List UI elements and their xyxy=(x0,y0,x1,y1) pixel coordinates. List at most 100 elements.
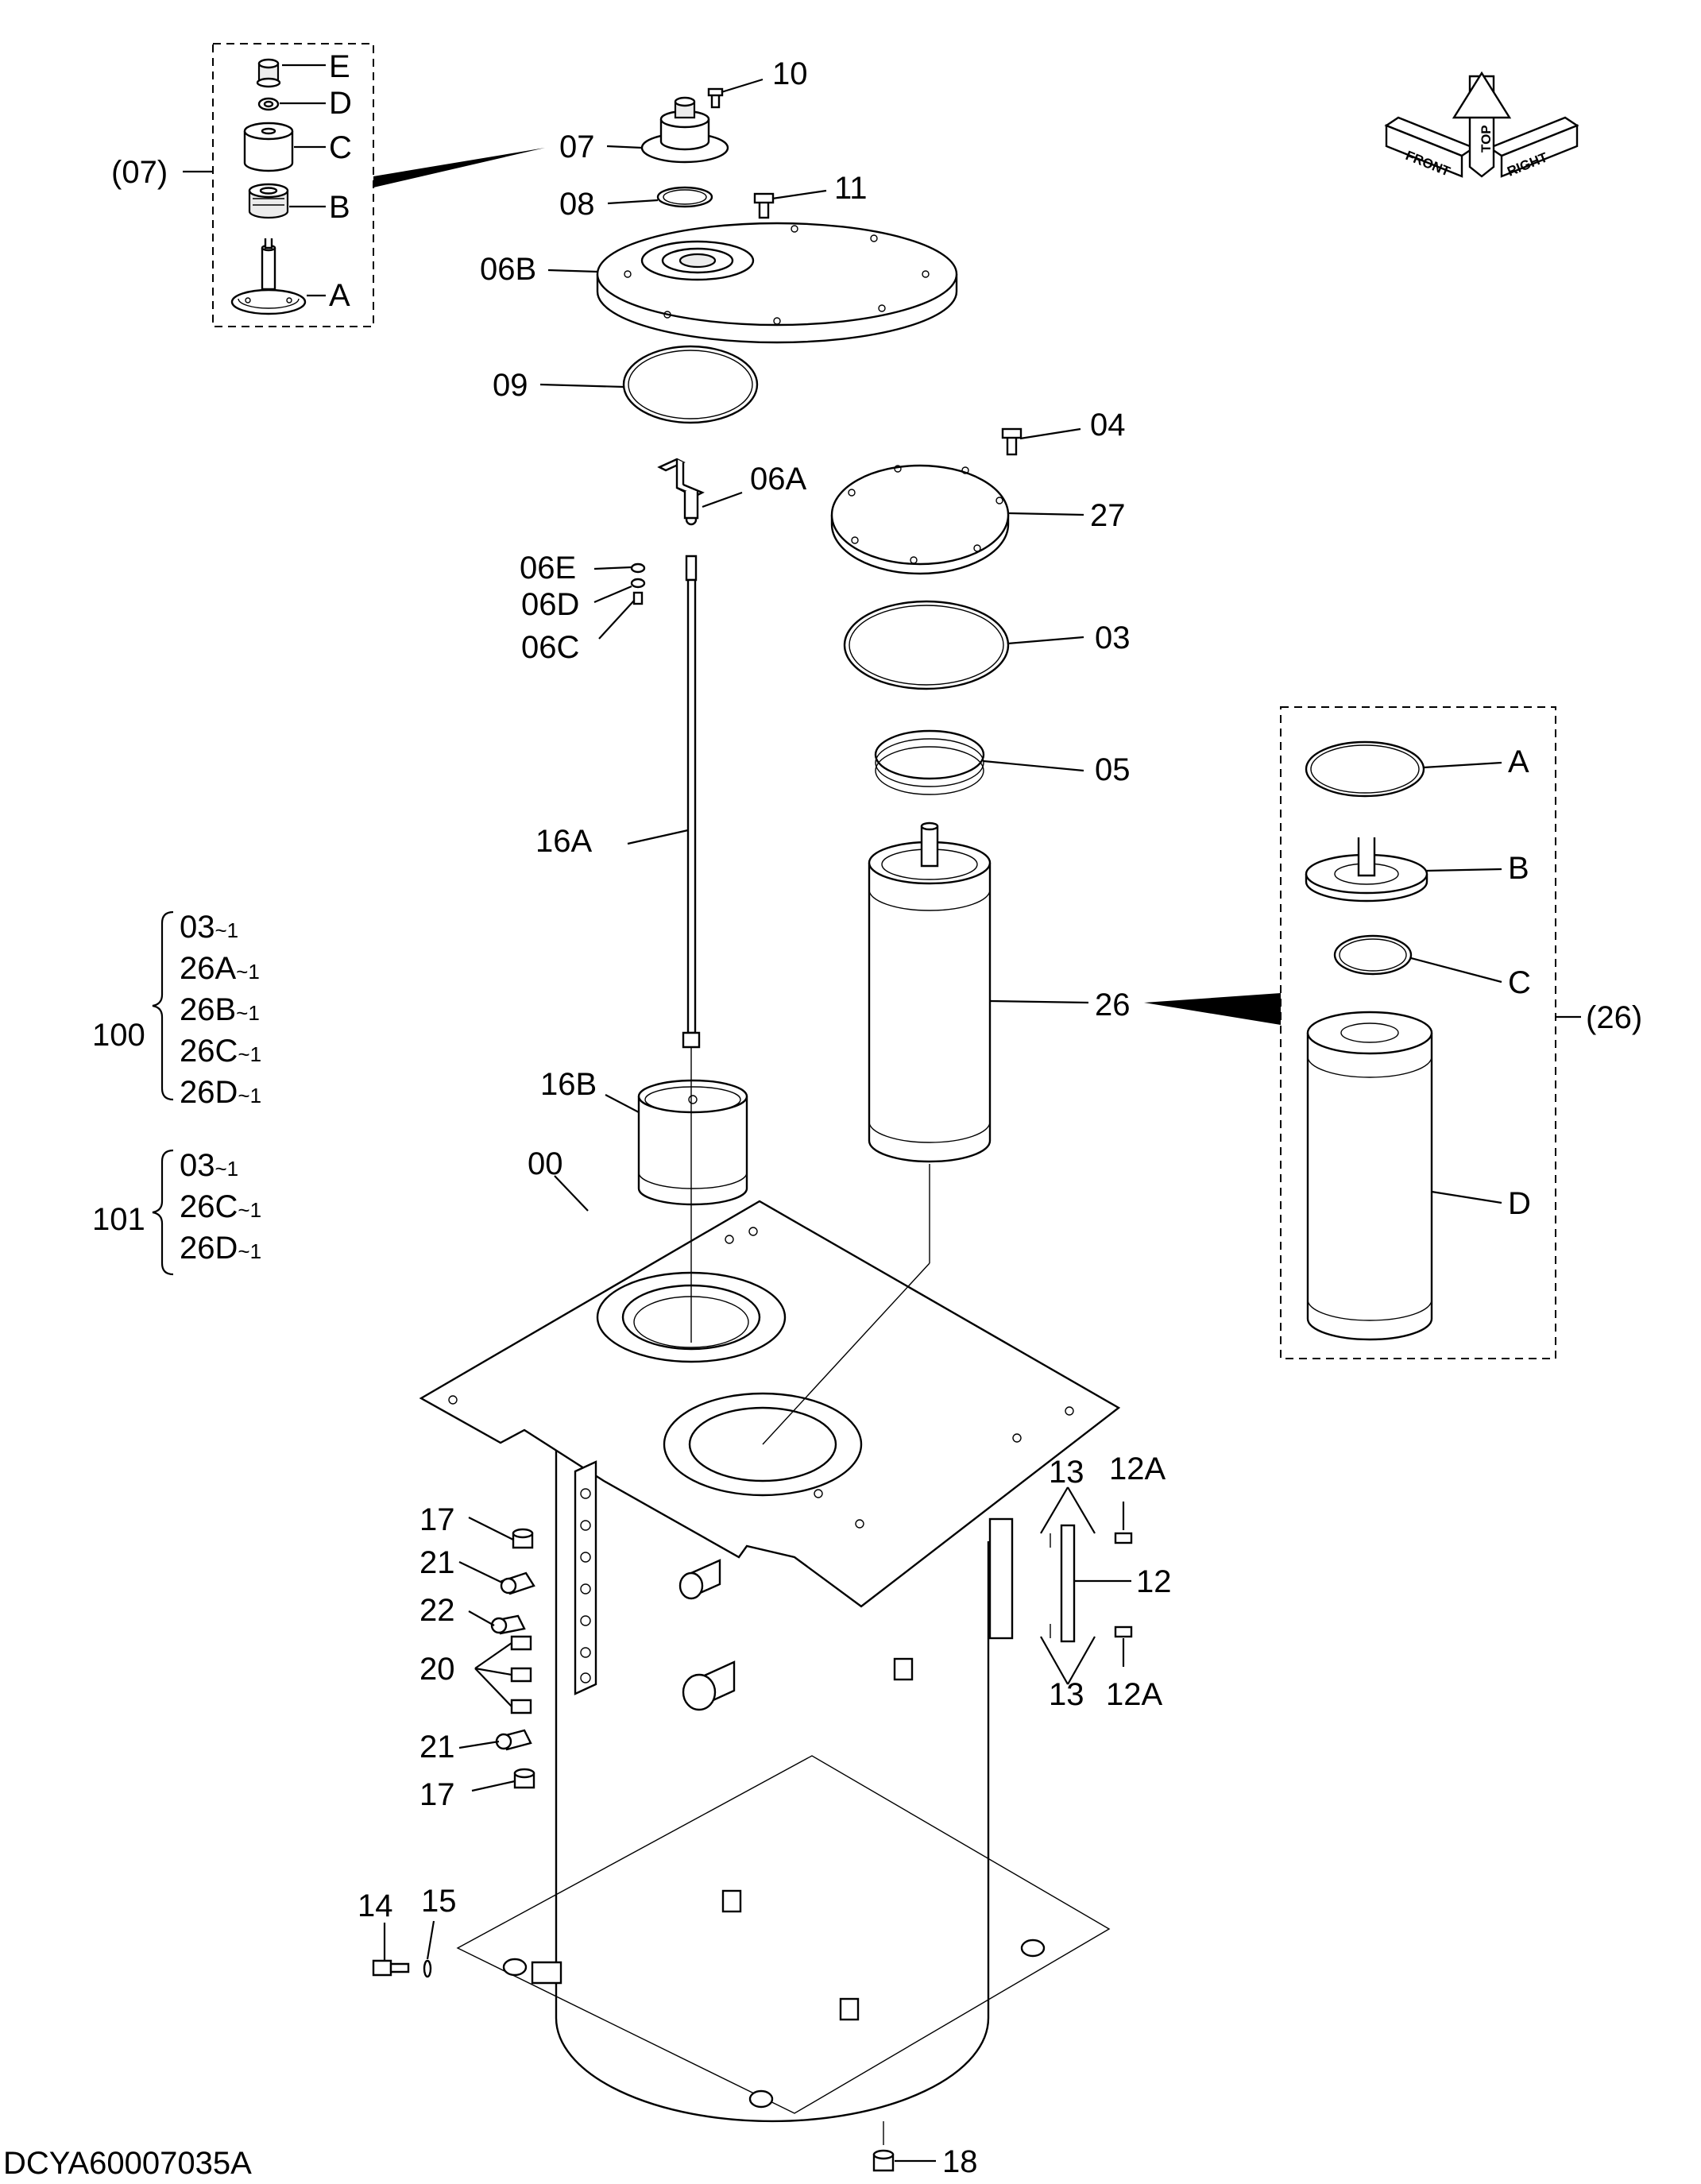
kit-101-item-1: 03~1 xyxy=(180,1148,238,1183)
part-15-washer xyxy=(423,1959,432,1978)
part-06B-cover-plate xyxy=(596,222,958,344)
part-05-spring xyxy=(874,729,985,795)
kit-100-item-3: 26B~1 xyxy=(180,992,260,1027)
callout-21-top: 21 xyxy=(419,1545,455,1580)
callout-11: 11 xyxy=(834,171,868,206)
callout-12A-bottom: 12A xyxy=(1106,1677,1162,1712)
part-11-bolt xyxy=(753,192,775,219)
part-06A-bracket xyxy=(657,458,705,526)
part-09-gasket xyxy=(622,345,759,424)
detail-07-label-B: B xyxy=(329,190,350,225)
orientation-top-label: TOP xyxy=(1479,125,1494,153)
detail-07-label-E: E xyxy=(329,49,350,84)
orientation-arrow-symbol: FRONT TOP RIGHT xyxy=(1384,71,1579,180)
part-26A-spring xyxy=(1305,740,1425,798)
callout-06A: 06A xyxy=(750,462,806,497)
kit-101-number: 101 xyxy=(92,1202,145,1237)
leader-wedge-07 xyxy=(373,148,545,187)
kit-100-item-4: 26C~1 xyxy=(180,1034,261,1069)
callout-05: 05 xyxy=(1095,752,1131,787)
part-07C xyxy=(243,122,294,172)
callout-13-bottom: 13 xyxy=(1049,1677,1084,1712)
part-08-oring xyxy=(656,186,713,208)
detail-07-ref: (07) xyxy=(111,155,168,190)
detail-07-box: E D C B A (07) xyxy=(111,43,545,327)
detail-07-label-D: D xyxy=(329,86,352,121)
leader-wedge-26 xyxy=(1144,993,1281,1025)
detail-07-label-A: A xyxy=(329,278,350,313)
callout-17-top: 17 xyxy=(419,1502,455,1537)
callout-06C: 06C xyxy=(521,630,579,665)
part-26-filter-element xyxy=(868,821,992,1163)
detail-26-label-D: D xyxy=(1508,1186,1531,1221)
part-26D-element xyxy=(1306,1011,1433,1341)
part-14-sensor xyxy=(372,1959,410,1977)
callout-17-bottom: 17 xyxy=(419,1777,455,1812)
part-04-bolt xyxy=(1001,427,1023,456)
part-07D xyxy=(257,97,280,111)
callout-13-top: 13 xyxy=(1049,1455,1084,1490)
part-12-level-gauge xyxy=(1050,1524,1076,1643)
part-03-oring xyxy=(843,600,1010,690)
callout-18: 18 xyxy=(942,2144,978,2179)
callout-12: 12 xyxy=(1136,1564,1172,1599)
part-17-plug-top xyxy=(512,1528,534,1549)
callout-06E: 06E xyxy=(520,551,576,586)
kit-100-item-2: 26A~1 xyxy=(180,951,260,986)
kit-100: 100 03~1 26A~1 26B~1 26C~1 26D~1 xyxy=(92,910,261,1110)
part-20-fitting-1 xyxy=(510,1635,532,1651)
part-00-hydraulic-tank xyxy=(419,1047,1121,2123)
part-12A-bolt-bottom xyxy=(1114,1625,1133,1638)
part-27-cover xyxy=(830,464,1010,575)
detail-26-box: A B C D (26) xyxy=(1280,706,1642,1359)
detail-26-label-A: A xyxy=(1508,744,1529,779)
callout-04: 04 xyxy=(1090,408,1126,443)
callout-20: 20 xyxy=(419,1652,455,1687)
part-26C-oring xyxy=(1333,934,1413,976)
kit-100-item-1: 03~1 xyxy=(180,910,238,945)
callout-06B: 06B xyxy=(480,252,536,287)
part-21-elbow-top xyxy=(500,1571,535,1595)
detail-26-ref: (26) xyxy=(1586,1000,1642,1035)
part-21-elbow-bottom xyxy=(495,1729,532,1751)
detail-07-label-C: C xyxy=(329,130,352,165)
part-07B xyxy=(248,183,289,219)
part-07A xyxy=(230,238,307,315)
part-22-elbow xyxy=(490,1614,526,1635)
kit-101-item-3: 26D~1 xyxy=(180,1231,261,1266)
callout-09: 09 xyxy=(493,368,528,403)
callout-16A: 16A xyxy=(535,824,592,859)
part-06E-washer xyxy=(630,562,646,574)
callout-16B: 16B xyxy=(540,1067,597,1102)
part-12A-bolt-top xyxy=(1114,1532,1133,1544)
callout-22: 22 xyxy=(419,1593,455,1628)
callout-27: 27 xyxy=(1090,498,1126,533)
callout-12A-top: 12A xyxy=(1109,1451,1166,1486)
part-20-fitting-3 xyxy=(510,1699,532,1714)
callout-10: 10 xyxy=(772,56,808,91)
part-06C-screw xyxy=(632,591,644,605)
part-16B-strainer xyxy=(637,1079,748,1206)
drawing-code: DCYA60007035A xyxy=(3,2146,252,2181)
part-26B-top xyxy=(1305,837,1428,903)
callout-26: 26 xyxy=(1095,988,1131,1022)
callout-07: 07 xyxy=(559,129,595,164)
detail-26-label-C: C xyxy=(1508,965,1531,1000)
callout-08: 08 xyxy=(559,187,595,222)
part-17-plug-bottom xyxy=(513,1768,535,1789)
detail-26-label-B: B xyxy=(1508,851,1529,886)
part-20-fitting-2 xyxy=(510,1667,532,1683)
part-10-bolt xyxy=(707,87,724,109)
callout-15: 15 xyxy=(421,1884,457,1919)
part-18-drain-plug xyxy=(872,2149,895,2172)
part-06D-washer xyxy=(630,578,646,589)
kit-101: 101 03~1 26C~1 26D~1 xyxy=(92,1148,261,1276)
callout-03: 03 xyxy=(1095,620,1131,655)
callout-14: 14 xyxy=(358,1888,393,1923)
kit-100-number: 100 xyxy=(92,1018,145,1053)
callout-21-bottom: 21 xyxy=(419,1730,455,1765)
kit-101-item-2: 26C~1 xyxy=(180,1189,261,1224)
kit-100-item-5: 26D~1 xyxy=(180,1075,261,1110)
callout-00: 00 xyxy=(528,1146,563,1181)
